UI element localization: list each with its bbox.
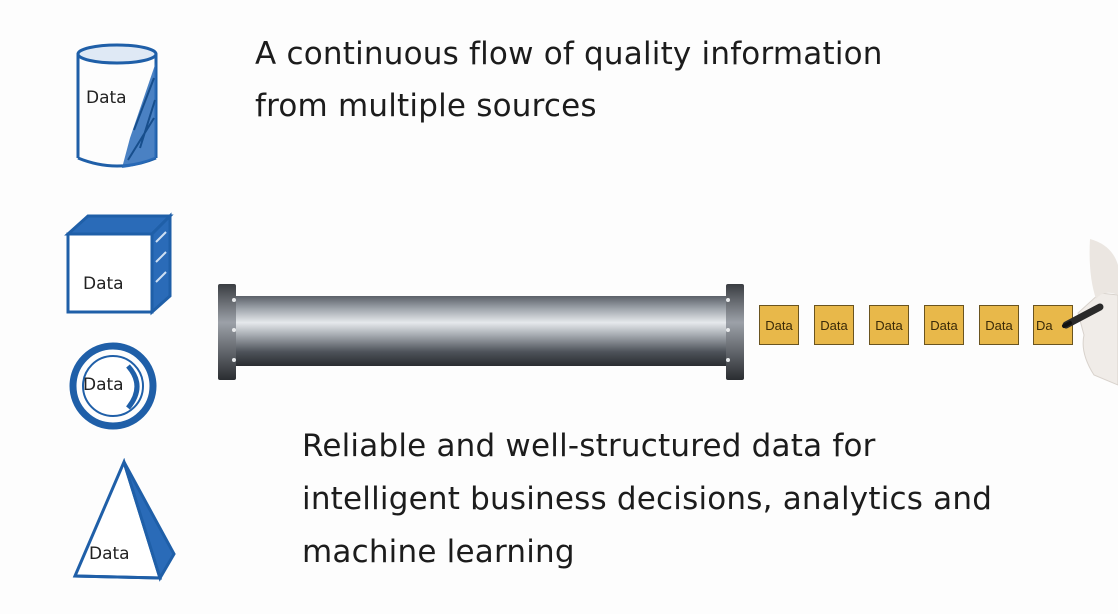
headline-text: A continuous flow of quality information… [255, 28, 955, 132]
data-packet: Data [814, 305, 854, 345]
pyramid-icon [72, 458, 176, 582]
sphere-icon [69, 342, 157, 430]
data-pipeline [218, 284, 746, 384]
pyramid-label: Data [89, 544, 130, 564]
caption-line-1: Reliable and well-structured data for [302, 428, 876, 464]
hand-with-pen-icon [1062, 239, 1118, 386]
headline-line-1: A continuous flow of quality information [255, 36, 883, 72]
caption-line-2: intelligent business decisions, analytic… [302, 481, 993, 517]
pyramid-data-source: Data [70, 458, 180, 586]
data-packet: Data [924, 305, 964, 345]
data-packet: Data [759, 305, 799, 345]
pipe-icon [218, 284, 744, 380]
drawing-hand [1060, 235, 1118, 399]
headline-line-2: from multiple sources [255, 88, 597, 124]
cylinder-data-source: Data [70, 38, 165, 173]
data-packet: Data [869, 305, 909, 345]
cylinder-label: Data [86, 88, 127, 108]
cube-label: Data [83, 274, 124, 294]
sphere-label: Data [83, 375, 124, 395]
caption-line-3: machine learning [302, 534, 575, 570]
cube-icon [64, 212, 174, 316]
data-packet: Data [979, 305, 1019, 345]
cube-data-source: Data [62, 212, 177, 317]
sphere-data-source: Data [66, 338, 161, 433]
cylinder-icon [76, 43, 158, 168]
caption-text: Reliable and well-structured data for in… [302, 420, 1022, 579]
